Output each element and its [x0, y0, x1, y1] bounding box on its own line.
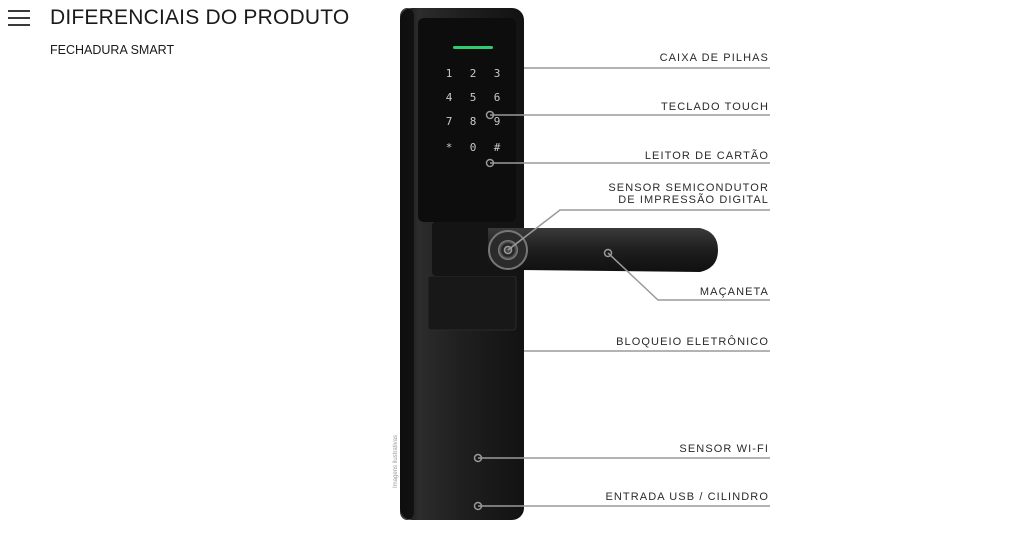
- keypad: 1 2 3 4 5 6 7 8 9 * 0 #: [446, 67, 501, 154]
- label-sensor-wifi: SENSOR WI-FI: [679, 443, 769, 455]
- key-7[interactable]: 7: [446, 115, 453, 128]
- lock-side-edge: [400, 8, 414, 520]
- marker-macaneta: [603, 248, 613, 258]
- indicator-led: [453, 46, 493, 49]
- marker-usb: [473, 501, 483, 511]
- key-5[interactable]: 5: [470, 91, 477, 104]
- key-3[interactable]: 3: [494, 67, 501, 80]
- label-sensor-line2: DE IMPRESSÃO DIGITAL: [618, 193, 769, 206]
- label-teclado-touch: TECLADO TOUCH: [661, 101, 769, 113]
- key-9[interactable]: 9: [494, 115, 501, 128]
- callout-markers: [473, 110, 613, 511]
- callout-lines: [478, 67, 770, 507]
- handle-lever: [488, 228, 718, 272]
- label-leitor-de-cartao: LEITOR DE CARTÃO: [645, 149, 769, 162]
- page-subtitle: FECHADURA SMART: [50, 43, 175, 57]
- marker-leitor-cartao: [485, 158, 495, 168]
- key-6[interactable]: 6: [494, 91, 501, 104]
- key-star[interactable]: *: [446, 141, 453, 154]
- label-caixa-de-pilhas: CAIXA DE PILHAS: [660, 52, 769, 64]
- lower-panel: [427, 275, 517, 331]
- label-bloqueio-eletronico: BLOQUEIO ELETRÔNICO: [616, 335, 769, 348]
- hamburger-menu-icon[interactable]: [8, 10, 30, 26]
- marker-teclado-touch: [485, 110, 495, 120]
- callout-line-macaneta: [607, 252, 770, 301]
- key-1[interactable]: 1: [446, 67, 453, 80]
- label-macaneta: MAÇANETA: [700, 286, 769, 298]
- key-0[interactable]: 0: [470, 141, 477, 154]
- key-hash[interactable]: #: [494, 141, 501, 154]
- marker-wifi: [473, 453, 483, 463]
- key-8[interactable]: 8: [470, 115, 477, 128]
- page-title: DIFERENCIAIS DO PRODUTO: [50, 6, 350, 29]
- disclaimer-text: Imagens ilustrativas: [393, 435, 399, 488]
- keypad-panel: [418, 18, 516, 222]
- marker-sensor-digital: [503, 245, 513, 255]
- key-2[interactable]: 2: [470, 67, 477, 80]
- key-4[interactable]: 4: [446, 91, 453, 104]
- label-entrada-usb: ENTRADA USB / CILINDRO: [605, 491, 769, 503]
- label-sensor-line1: SENSOR SEMICONDUTOR: [608, 182, 769, 194]
- callout-line-sensor-digital: [507, 209, 770, 251]
